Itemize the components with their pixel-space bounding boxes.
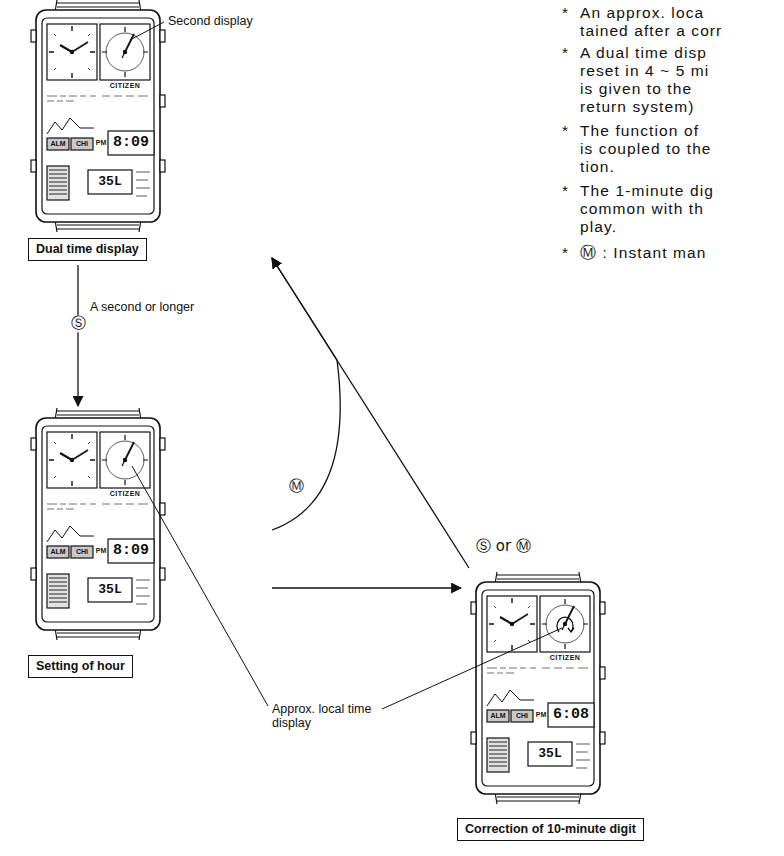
leader-line bbox=[130, 22, 164, 40]
temperature-readout: 35L bbox=[538, 747, 561, 762]
note-text: return system) bbox=[580, 98, 694, 116]
note-text: common with th bbox=[580, 200, 704, 218]
watch-state: Dual time display bbox=[28, 0, 268, 262]
transition-arrow bbox=[272, 258, 469, 568]
rotation-symbol bbox=[557, 617, 574, 632]
mode-indicator: CHI bbox=[76, 140, 88, 148]
note-text: is given to the bbox=[580, 80, 692, 98]
transition-arrow bbox=[77, 265, 78, 406]
digital-time: 8:09 bbox=[113, 134, 149, 151]
watch-brand: CITIZEN bbox=[110, 490, 141, 498]
note-bullet: * bbox=[562, 122, 569, 140]
note-text: Ⓜ : Instant man bbox=[580, 244, 706, 262]
transition-arrow bbox=[272, 258, 340, 530]
pm-indicator: PM bbox=[536, 711, 547, 719]
note-bullet: * bbox=[562, 4, 569, 22]
note-text: The 1-minute dig bbox=[580, 182, 714, 200]
digital-time: 6:08 bbox=[553, 706, 589, 723]
watch-figure bbox=[471, 572, 605, 804]
edge-label: Ⓜ bbox=[287, 478, 306, 495]
note-bullet: * bbox=[562, 244, 569, 262]
note-text: tained after a corr bbox=[580, 22, 722, 40]
temperature-readout: 35L bbox=[98, 583, 121, 598]
mode-indicator: CHI bbox=[516, 712, 528, 720]
leader-line bbox=[132, 466, 268, 706]
note-text: A dual time disp bbox=[580, 44, 707, 62]
pm-indicator: PM bbox=[96, 547, 107, 555]
note-text: play. bbox=[580, 218, 617, 236]
digital-time: 8:09 bbox=[113, 542, 149, 559]
button-symbol: Ⓢ bbox=[70, 315, 87, 332]
note-text: is coupled to the bbox=[580, 140, 712, 158]
leader-line bbox=[382, 628, 562, 709]
transition-arrow bbox=[272, 587, 461, 588]
note-text: reset in 4 ~ 5 mi bbox=[580, 62, 709, 80]
callout-label: Second display bbox=[168, 14, 253, 28]
mode-indicator: ALM bbox=[490, 712, 505, 720]
note-text: The function of bbox=[580, 122, 699, 140]
note-text: tion. bbox=[580, 158, 615, 176]
edge-label: A second or longer bbox=[88, 300, 196, 314]
watch-figure bbox=[31, 408, 165, 640]
mode-indicator: ALM bbox=[50, 548, 65, 556]
watch-figure bbox=[31, 0, 165, 232]
temperature-readout: 35L bbox=[98, 175, 121, 190]
mode-indicator: ALM bbox=[50, 140, 65, 148]
pm-indicator: PM bbox=[96, 139, 107, 147]
watch-brand: CITIZEN bbox=[110, 82, 141, 90]
note-bullet: * bbox=[562, 182, 569, 200]
edge-label: Ⓢ or Ⓜ bbox=[474, 538, 533, 555]
callout-label: Approx. local time display bbox=[272, 702, 384, 731]
state-caption: Setting of hour bbox=[28, 655, 133, 678]
state-caption: Correction of 10-minute digit bbox=[457, 818, 644, 841]
note-bullet: * bbox=[562, 44, 569, 62]
watch-brand: CITIZEN bbox=[550, 654, 581, 662]
state-caption: Dual time display bbox=[28, 238, 147, 261]
note-text: An approx. loca bbox=[580, 4, 704, 22]
mode-indicator: CHI bbox=[76, 548, 88, 556]
leader-lines bbox=[130, 22, 562, 709]
